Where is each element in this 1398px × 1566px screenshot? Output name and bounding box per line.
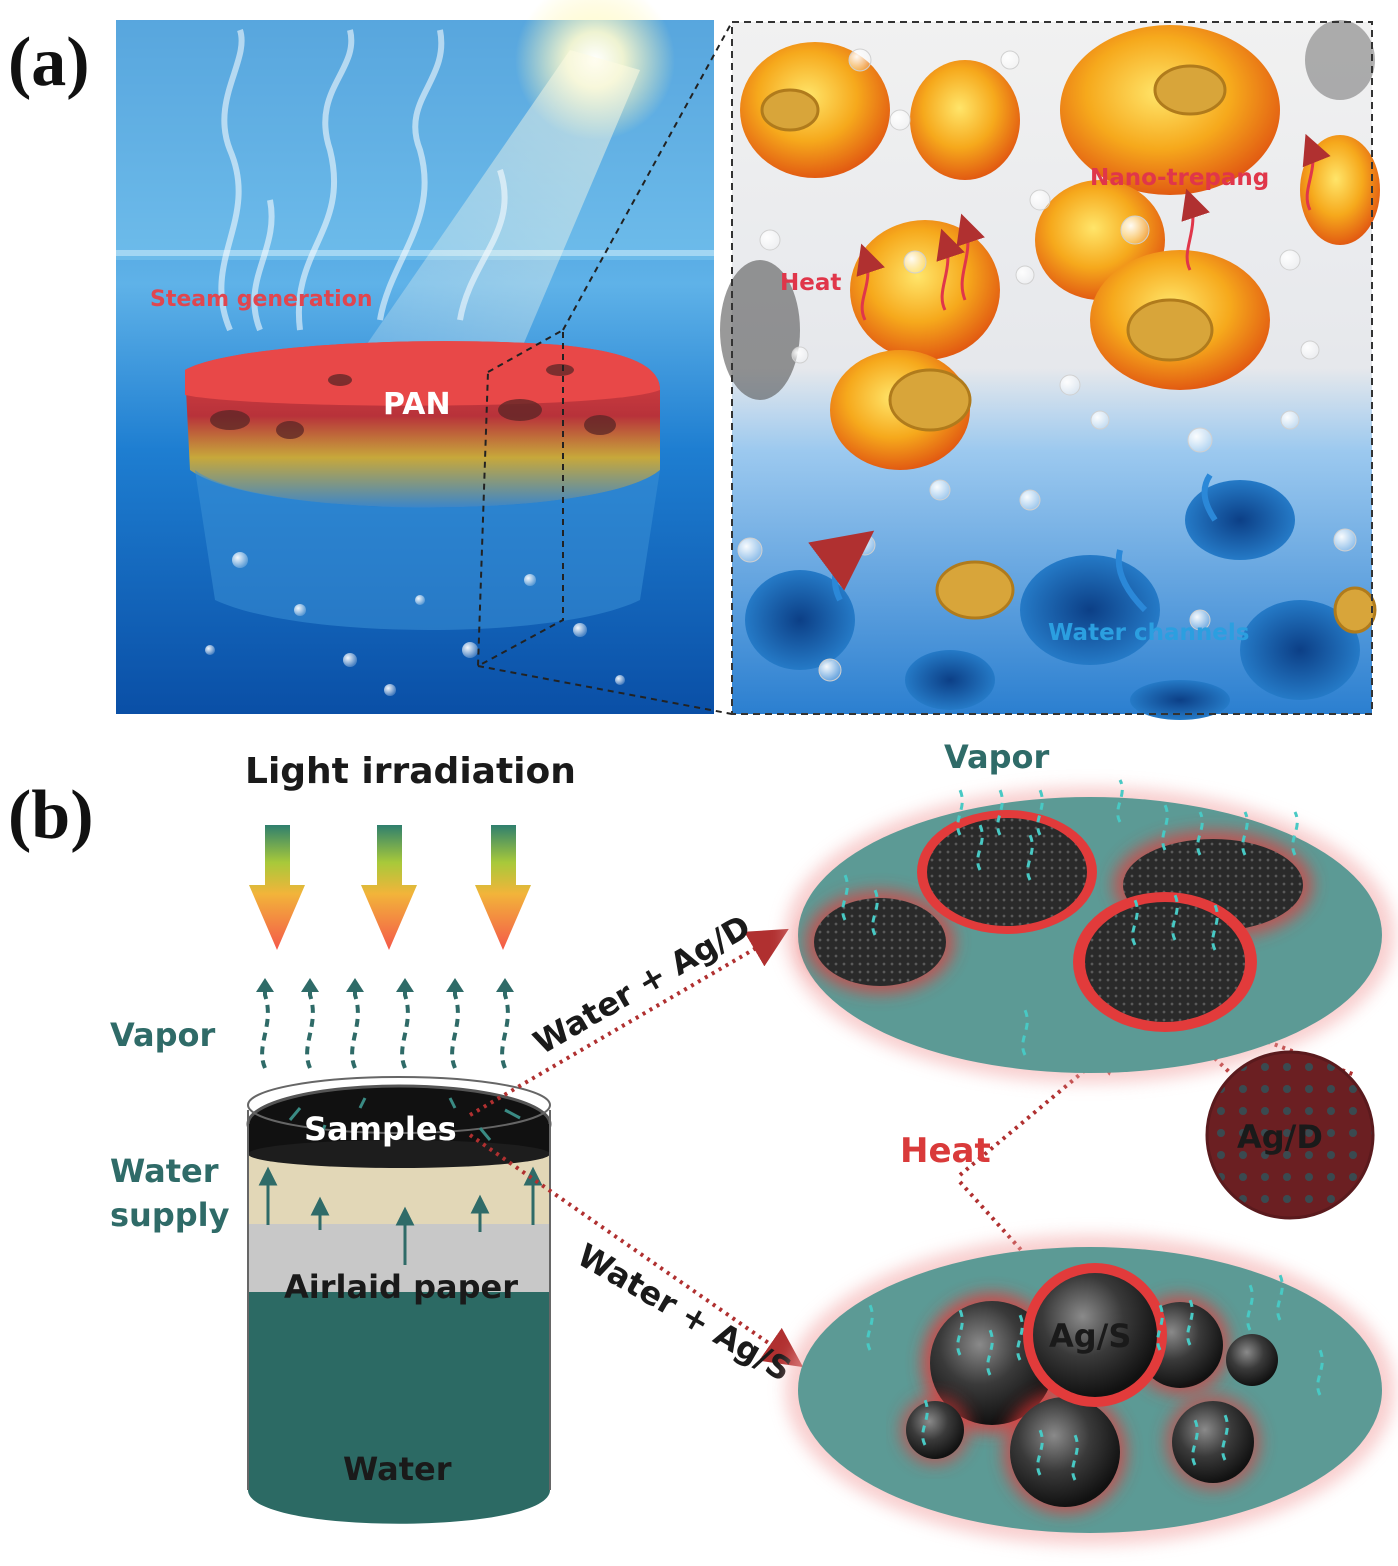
water-label: Water: [343, 1450, 452, 1488]
nano-trepang-particles: [760, 64, 1377, 634]
steam-wisps: [218, 29, 508, 332]
water-flow-arrows: [808, 473, 1218, 613]
water-channels-label: Water channels: [1048, 620, 1249, 646]
light-arrows: [249, 825, 531, 950]
vapor-label-left: Vapor: [110, 1016, 216, 1054]
ag-s-ellipse: [785, 1235, 1395, 1545]
ag-d-magnified-circle: [1205, 1050, 1375, 1220]
heat-label-b: Heat: [900, 1131, 991, 1171]
heat-arrows: [856, 133, 1331, 321]
panel-a-zoom-inset: Nano-trepang Heat Water channels: [720, 20, 1380, 720]
light-irradiation-label: Light irradiation: [245, 751, 576, 792]
bubbles: [205, 552, 625, 696]
ag-s-label: Ag/S: [1049, 1317, 1131, 1355]
heat-label-a: Heat: [780, 270, 841, 296]
vapor-arrows-left: [260, 985, 510, 1069]
nano-trepang-label: Nano-trepang: [1090, 165, 1269, 191]
water-supply-label-line1: Water: [110, 1152, 219, 1190]
vapor-label-right: Vapor: [944, 738, 1050, 776]
water-ag-s-label: Water + Ag/S: [571, 1236, 798, 1389]
pan-label: PAN: [383, 387, 451, 422]
airlaid-paper-label: Airlaid paper: [284, 1268, 518, 1306]
water-ag-d-label: Water + Ag/D: [527, 907, 757, 1062]
water-supply-label-line2: supply: [110, 1196, 230, 1234]
steam-generation-label: Steam generation: [150, 287, 373, 312]
panel-b-letter: (b): [8, 777, 94, 854]
water-channel-pores: [745, 480, 1360, 720]
ag-d-label: Ag/D: [1237, 1118, 1323, 1156]
samples-label: Samples: [304, 1110, 457, 1148]
panel-a-letter: (a): [8, 24, 90, 101]
ag-d-ellipse: [785, 779, 1395, 1083]
panel-a-ocean-illustration: Steam generation PAN: [116, 0, 733, 715]
sample-cylinder: [246, 1076, 552, 1524]
